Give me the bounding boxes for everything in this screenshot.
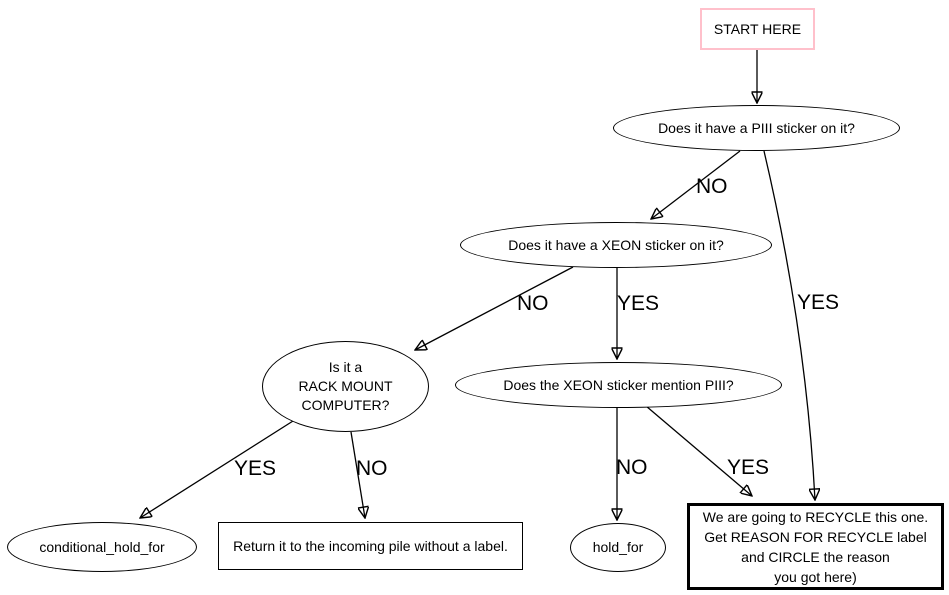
edge-label-piii-yes: YES [797,291,840,314]
edge-label-mention-yes: YES [727,456,770,479]
node-recycle-line2: Get REASON FOR RECYCLE label [704,528,927,545]
edge-xeon-to-rack [415,266,574,350]
node-recycle-line3: and CIRCLE the reason [741,548,890,565]
node-mention-question-label: Does the XEON sticker mention PIII? [503,376,734,393]
node-hold-for-label: hold_for [592,539,644,555]
node-start-here: START HERE [700,8,815,50]
node-piii-question: Does it have a PIII sticker on it? [613,105,900,151]
edge-label-piii-no: NO [696,175,728,198]
node-return-pile: Return it to the incoming pile without a… [218,522,523,570]
node-xeon-question: Does it have a XEON sticker on it? [460,222,772,268]
node-return-pile-label: Return it to the incoming pile without a… [233,537,508,554]
node-rack-question-line3: COMPUTER? [301,397,390,413]
edge-label-mention-no: NO [616,456,648,479]
edge-piii-to-recycle [763,150,815,500]
edge-mention-to-recycle [645,405,752,496]
node-hold-for: hold_for [570,523,666,572]
edge-label-xeon-yes: YES [617,292,660,315]
node-start-here-label: START HERE [713,20,802,37]
node-piii-question-label: Does it have a PIII sticker on it? [658,119,855,136]
edge-piii-to-xeon [651,150,741,219]
node-recycle-line1: We are going to RECYCLE this one. [702,508,929,525]
node-recycle: We are going to RECYCLE this one. Get RE… [687,503,944,590]
node-xeon-question-label: Does it have a XEON sticker on it? [508,236,724,253]
edge-rack-to-return [350,431,365,518]
edge-label-rack-yes: YES [234,457,277,480]
node-rack-question-line1: Is it a [328,359,363,375]
node-rack-question: Is it a RACK MOUNT COMPUTER? [262,341,429,432]
node-rack-question-line2: RACK MOUNT [298,378,393,394]
node-conditional-hold-for: conditional_hold_for [7,522,197,572]
edge-label-xeon-no: NO [517,292,549,315]
node-recycle-line4: you got here) [774,568,857,585]
node-mention-question: Does the XEON sticker mention PIII? [455,362,782,408]
edge-label-rack-no: NO [356,457,388,480]
edge-rack-to-conditional [140,420,294,518]
node-conditional-hold-for-label: conditional_hold_for [39,538,165,555]
